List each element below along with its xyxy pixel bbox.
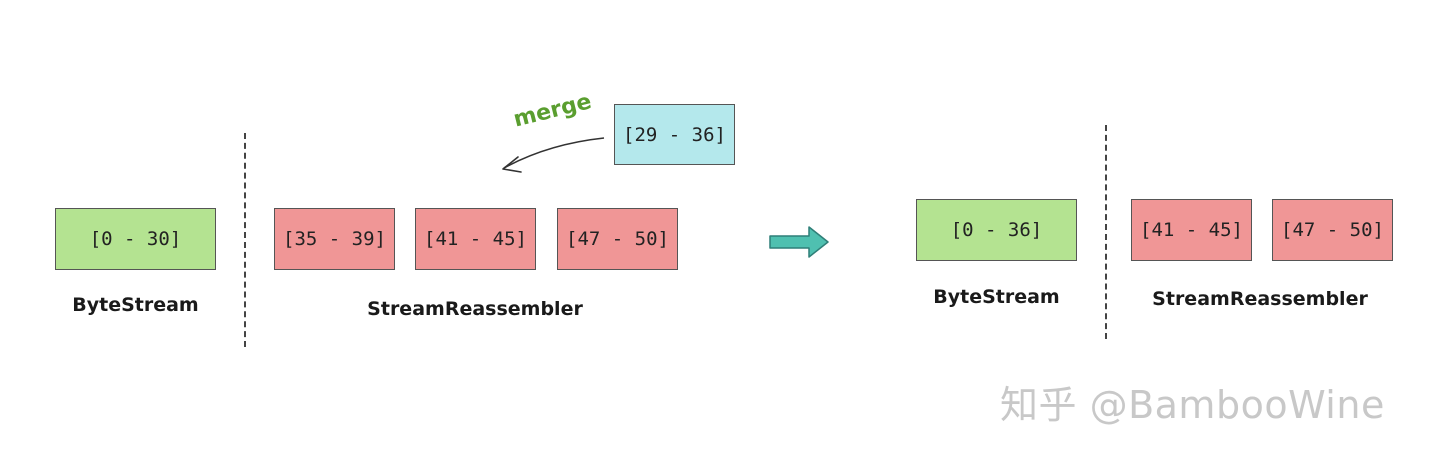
after-bytestream-label: ByteStream (933, 286, 1060, 308)
before-divider (244, 133, 246, 347)
before-reassembler-segment-3: [47 - 50] (557, 208, 678, 270)
incoming-segment: [29 - 36] (614, 104, 735, 165)
before-bytestream-segment: [0 - 30] (55, 208, 216, 270)
before-reassembler-segment-2: [41 - 45] (415, 208, 536, 270)
after-reassembler-segment-2: [47 - 50] (1272, 199, 1393, 261)
before-bytestream-label: ByteStream (72, 294, 199, 316)
watermark: 知乎 @BambooWine (1000, 383, 1385, 427)
after-bytestream-segment: [0 - 36] (916, 199, 1077, 261)
after-divider (1105, 125, 1107, 339)
merge-arrow (503, 137, 605, 169)
transition-arrow (769, 226, 829, 258)
after-reassembler-label: StreamReassembler (1152, 288, 1368, 310)
merge-arrowhead (502, 156, 522, 173)
before-reassembler-segment-1: [35 - 39] (274, 208, 395, 270)
before-reassembler-label: StreamReassembler (367, 298, 583, 320)
after-reassembler-segment-1: [41 - 45] (1131, 199, 1252, 261)
